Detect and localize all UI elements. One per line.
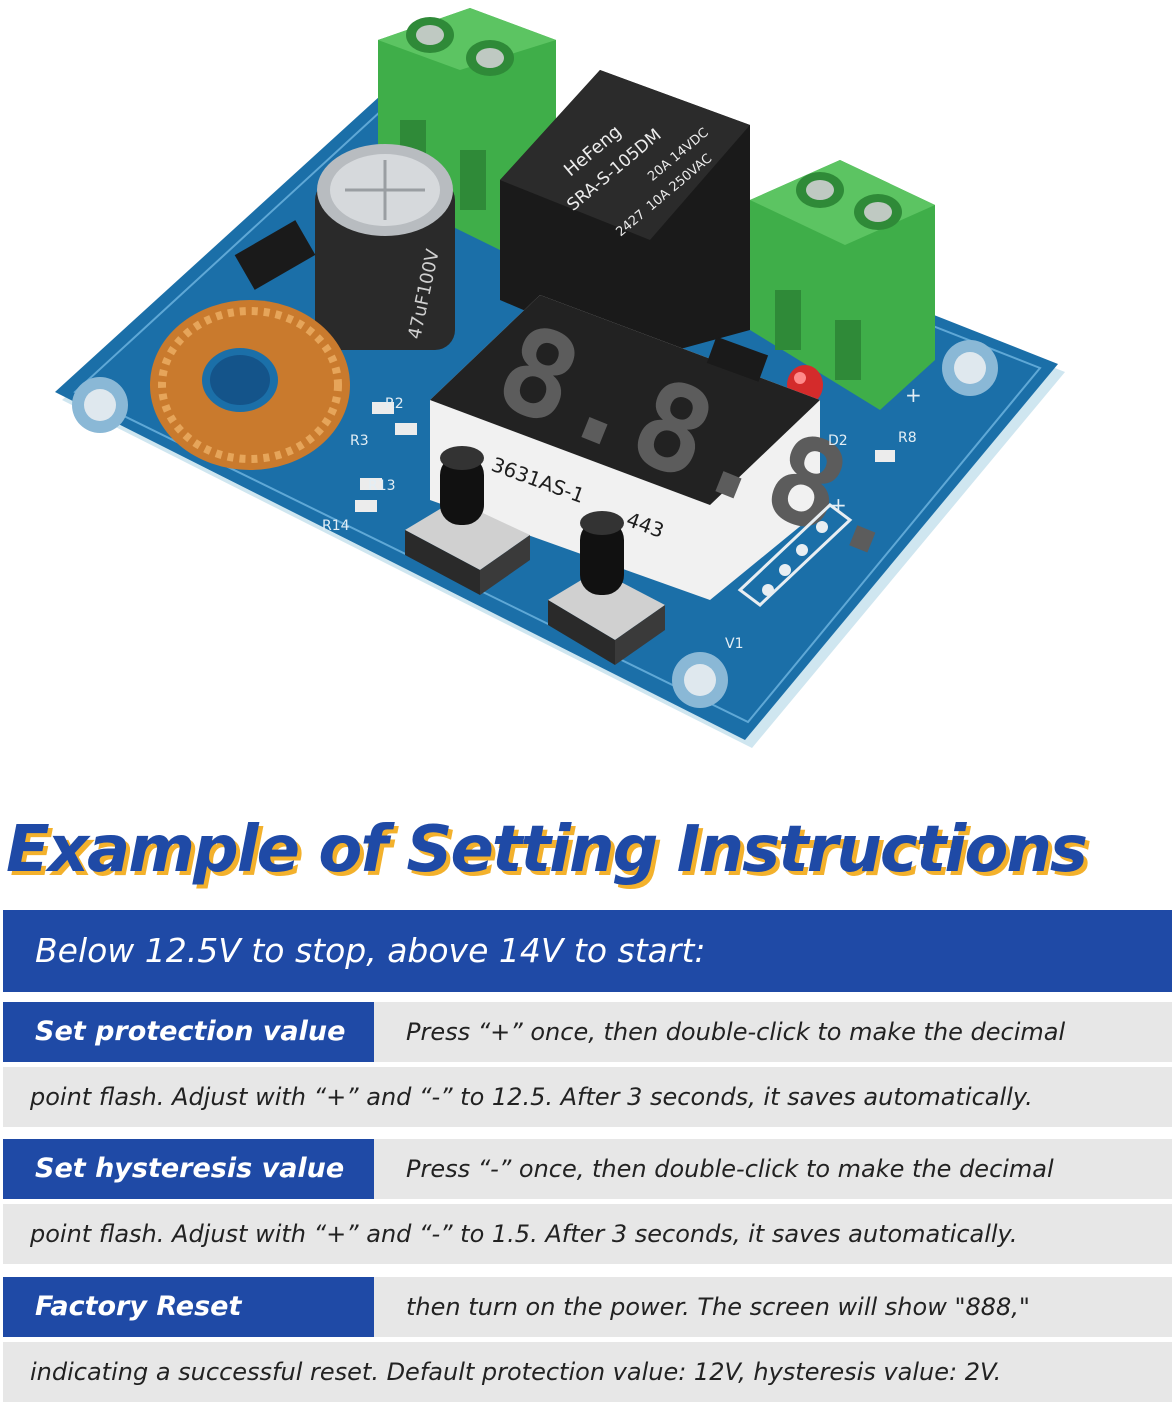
header-pins	[737, 503, 853, 607]
protection-line-1: Press “+” once, then double-click to mak…	[406, 1018, 1066, 1046]
factory-reset-row: Factory Reset then turn on the power. Th…	[3, 1277, 1172, 1337]
protection-row: Set protection value Press “+” once, the…	[3, 1002, 1172, 1062]
tact-button-minus	[548, 511, 665, 665]
terminal-block-right	[750, 160, 935, 410]
page-heading: Example of Setting Instructions	[6, 813, 1088, 887]
silk-plus-header: +	[830, 493, 847, 517]
silk-r8: R8	[898, 430, 917, 446]
relay: HeFeng SRA-S-105DM 20A 14VDC 10A 250VAC …	[500, 70, 750, 360]
silk-r14: R14	[322, 518, 350, 534]
silk-r2: R2	[385, 396, 404, 412]
protection-line-2: point flash. Adjust with “+” and “-” to …	[30, 1083, 1033, 1111]
hysteresis-row-continued: point flash. Adjust with “+” and “-” to …	[3, 1204, 1172, 1264]
factory-reset-line-1: then turn on the power. The screen will …	[406, 1293, 1030, 1321]
factory-reset-tag: Factory Reset	[3, 1277, 374, 1337]
smd-components	[234, 220, 895, 512]
silk-r13: R13	[368, 478, 396, 494]
hysteresis-line-2: point flash. Adjust with “+” and “-” to …	[30, 1220, 1018, 1248]
seven-segment-display: 8.8.8. 3631AS-1 443	[430, 295, 933, 600]
silk-d2: D2	[828, 433, 848, 449]
capacitor: 47uF100V	[315, 144, 455, 350]
inductor	[150, 300, 350, 470]
product-photo: HeFeng SRA-S-105DM 20A 14VDC 10A 250VAC …	[55, 8, 1065, 748]
tact-button-plus	[405, 446, 530, 595]
hysteresis-row: Set hysteresis value Press “-” once, the…	[3, 1139, 1172, 1199]
protection-tag: Set protection value	[3, 1002, 374, 1062]
factory-reset-line-2: indicating a successful reset. Default p…	[30, 1358, 1002, 1386]
protection-row-continued: point flash. Adjust with “+” and “-” to …	[3, 1067, 1172, 1127]
silk-plus-terminal: +	[905, 383, 922, 407]
factory-reset-row-continued: indicating a successful reset. Default p…	[3, 1342, 1172, 1402]
condition-banner: Below 12.5V to stop, above 14V to start:	[3, 910, 1172, 992]
hysteresis-line-1: Press “-” once, then double-click to mak…	[406, 1155, 1054, 1183]
hysteresis-tag: Set hysteresis value	[3, 1139, 374, 1199]
silk-r3: R3	[350, 433, 369, 449]
silk-v1: V1	[725, 636, 743, 652]
